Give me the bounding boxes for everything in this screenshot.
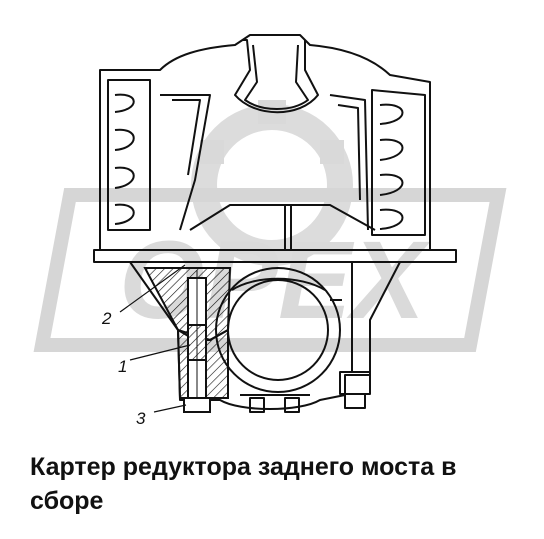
rear-axle-gearbox-housing-diagram: ОРЕХ [33, 34, 507, 428]
watermark-banner [33, 188, 507, 352]
figure-caption: Картер редуктора заднего моста в сборе [30, 453, 457, 515]
housing-drawing [93, 34, 457, 413]
top-boss-inner [244, 44, 309, 110]
callout-3-label: 3 [136, 409, 146, 428]
callouts [119, 264, 191, 413]
bottom-nut-left [249, 397, 265, 413]
callout-2-leader [119, 264, 186, 313]
bottom-nut-right [284, 397, 300, 413]
cap-nut [183, 397, 211, 413]
right-pocket-inner [379, 103, 404, 230]
callout-1-leader [129, 344, 191, 361]
right-rib [329, 94, 369, 231]
right-pocket [371, 89, 426, 236]
center-web [189, 204, 376, 231]
right-bolt-lower [344, 393, 366, 409]
left-pocket-inner [114, 93, 135, 225]
right-leg [330, 261, 353, 372]
bearing-ring-cut [231, 277, 326, 291]
callout-3-leader [153, 404, 187, 413]
callout-2-label: 2 [101, 309, 112, 328]
sectioned-cap [143, 267, 232, 413]
left-rib [160, 94, 211, 231]
lower-carrier-body [129, 261, 401, 410]
housing-upper-body [99, 34, 431, 251]
callout-1-label: 1 [118, 357, 127, 376]
top-boss [234, 39, 319, 114]
left-pocket [107, 79, 151, 231]
watermark-gear [191, 100, 353, 266]
